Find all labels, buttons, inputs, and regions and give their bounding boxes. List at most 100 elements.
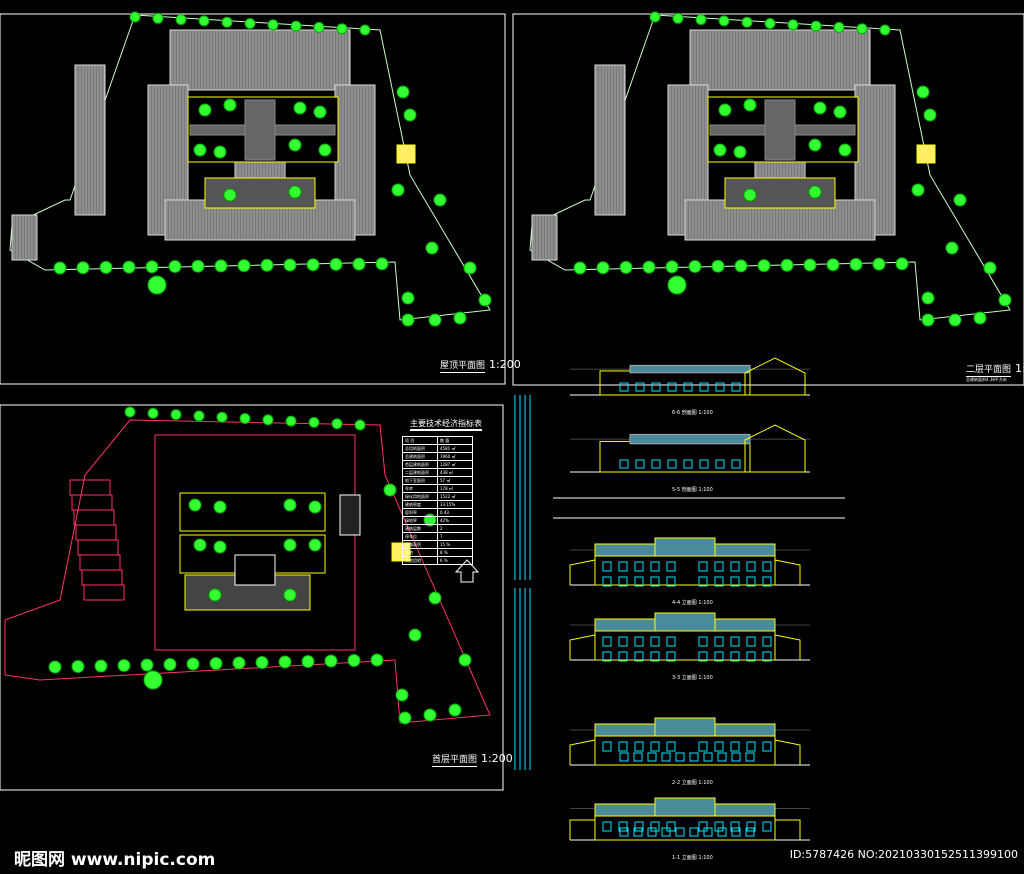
roof-block [74,64,106,216]
tree-symbol [283,538,297,552]
window [698,576,708,587]
window [666,651,676,662]
tree-symbol [573,261,587,275]
wing-roof [569,739,596,765]
window [667,459,677,469]
tree-symbol [396,85,410,99]
tree-symbol [308,416,320,428]
window [731,382,741,392]
tree-symbol [223,98,237,112]
window [667,382,677,392]
elevation-label: 3-3 立面图 1:100 [672,675,713,681]
table-cell: 建筑密度 [402,500,438,509]
table-cell: 438 ㎡ [437,468,473,477]
window [634,651,644,662]
tree-symbol [301,655,315,668]
window [714,636,724,647]
watermark-id: ID:5787426 NO:20210330152511399100 [789,848,1018,861]
window [689,752,699,762]
window [633,752,643,762]
window [683,382,693,392]
tree-symbol [193,538,207,552]
tree-symbol [329,257,343,271]
window [633,827,643,837]
tree-symbol [306,258,320,272]
tree-symbol [713,143,727,157]
tree-symbol [408,628,422,642]
tree-symbol [667,275,687,295]
table-cell: 建筑层数 [402,524,438,533]
tree-symbol [998,293,1012,307]
parking-space [69,479,111,496]
scale-text: 1:200 [489,358,521,371]
tree-symbol [71,660,85,673]
tree-symbol [921,313,935,327]
scale-text: 1:200 [481,752,513,765]
elevation-label: 6-6 剖面图 1:100 [672,410,713,416]
tree-symbol [370,653,384,667]
window [618,636,628,647]
tree-symbol [642,260,656,274]
table-cell: 1522 ㎡ [437,492,473,501]
window [746,636,756,647]
tree-symbol [198,103,212,117]
wing-roof [774,559,801,585]
window [618,576,628,587]
window [618,741,628,752]
title-text: 屋顶平面图 [440,361,486,373]
tree-symbol [478,293,492,307]
window [730,576,740,587]
tree-symbol [813,101,827,115]
table-cell: 1287 ㎡ [437,460,473,469]
tree-symbol [244,18,256,29]
tree-symbol [239,413,251,424]
window [647,752,657,762]
tree-symbol [948,313,962,327]
table-cell: 4581 ㎡ [437,444,473,453]
tree-symbol [145,260,159,274]
site-boundary [4,419,491,724]
roof-block [169,29,351,91]
table-cell: 6 % [437,556,473,565]
tree-symbol [665,260,679,274]
tree-symbol [124,406,136,418]
tree-symbol [856,23,868,35]
window [762,636,772,647]
tree-symbol [191,259,205,273]
tree-symbol [170,409,182,421]
tree-symbol [152,12,164,24]
tree-symbol [672,12,684,24]
tree-symbol [186,657,200,671]
tree-symbol [213,500,227,514]
tree-symbol [463,261,477,275]
window [731,459,741,469]
tree-symbol [375,257,389,271]
window [666,741,676,752]
window [634,636,644,647]
window [635,382,645,392]
wing-roof [774,739,801,765]
tree-symbol [423,708,437,722]
tree-symbol [425,241,439,255]
window [619,827,629,837]
window [703,827,713,837]
tree-symbol [267,19,279,31]
window [746,821,756,832]
window [746,651,756,662]
tree-symbol [117,659,131,672]
tree-symbol [808,138,822,152]
tree-symbol [921,291,935,305]
table-cell: 数 值 [437,436,473,445]
tree-symbol [803,258,817,272]
tree-symbol [359,24,371,36]
table-cell: 绿化用地面积 [402,492,438,501]
table-cell: 33.15% [437,500,473,509]
table-cell: 车库 [402,484,438,493]
window [715,382,725,392]
window [730,651,740,662]
